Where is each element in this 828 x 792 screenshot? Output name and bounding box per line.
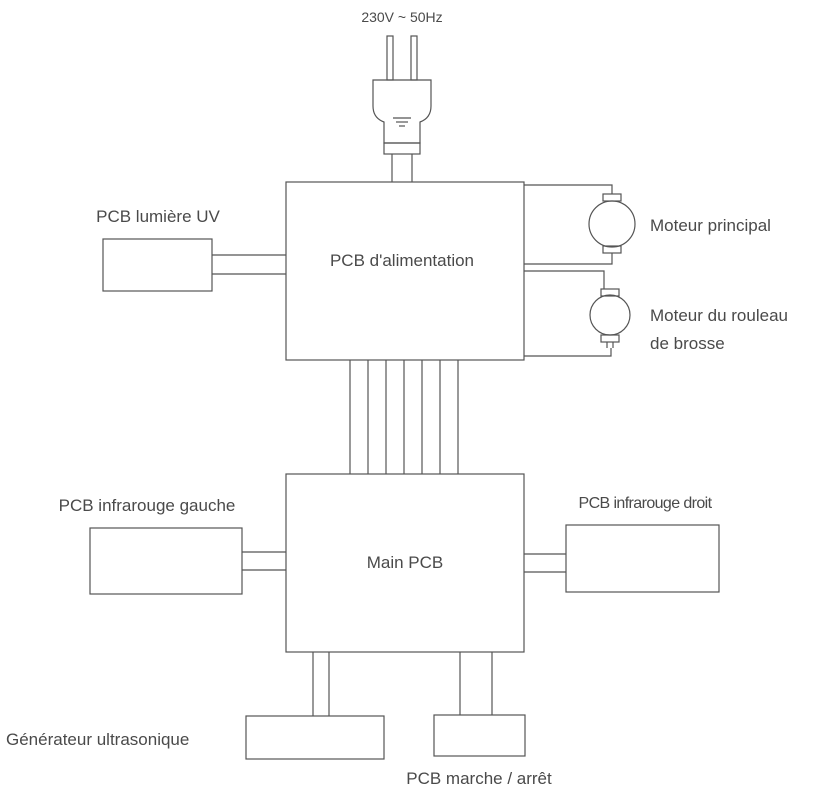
onoff-connector xyxy=(459,652,493,715)
ir-left-label: PCB infrarouge gauche xyxy=(59,496,236,515)
main-motor-label: Moteur principal xyxy=(650,216,771,235)
brush-motor-wiring xyxy=(524,270,612,357)
onoff-label: PCB marche / arrêt xyxy=(406,769,552,788)
main-pcb-label: Main PCB xyxy=(367,553,444,572)
ir-left-box xyxy=(89,527,243,595)
brush-motor-icon xyxy=(589,288,631,348)
power-plug-icon xyxy=(372,35,432,182)
power-main-bus xyxy=(349,360,459,474)
brush-motor-label-line1: Moteur du rouleau xyxy=(650,306,788,325)
power-pcb-label: PCB d'alimentation xyxy=(330,251,474,270)
ir-left-connector xyxy=(242,551,286,571)
uv-pcb-label: PCB lumière UV xyxy=(96,207,220,226)
ir-right-box xyxy=(565,524,720,593)
uv-pcb-box xyxy=(102,238,213,292)
ultrasonic-connector xyxy=(312,652,330,716)
ultrasonic-label: Générateur ultrasonique xyxy=(6,730,189,749)
main-pcb-box xyxy=(285,473,525,653)
onoff-box xyxy=(433,714,526,757)
ir-right-label: PCB infrarouge droit xyxy=(579,495,713,512)
main-motor-icon xyxy=(588,193,636,254)
power-supply-label: 230V ~ 50Hz xyxy=(361,9,442,25)
main-motor-wiring xyxy=(524,184,613,265)
uv-pcb-connector xyxy=(212,254,286,275)
ultrasonic-box xyxy=(245,715,385,760)
power-pcb-box xyxy=(285,181,525,361)
brush-motor-label-line2: de brosse xyxy=(650,334,725,353)
ir-right-connector xyxy=(524,553,566,573)
